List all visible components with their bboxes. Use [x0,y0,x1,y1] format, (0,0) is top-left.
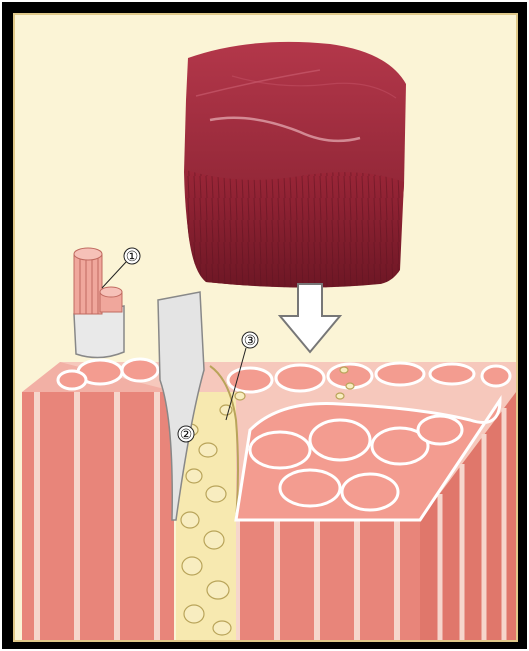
label-2: ② [178,426,194,443]
label-3: ③ [242,332,258,349]
label-1-text: ① [126,249,139,265]
label-1: ① [124,248,140,265]
label-2-text: ② [180,427,193,443]
label-3-text: ③ [244,333,257,349]
meat-cube-photo [184,42,406,288]
